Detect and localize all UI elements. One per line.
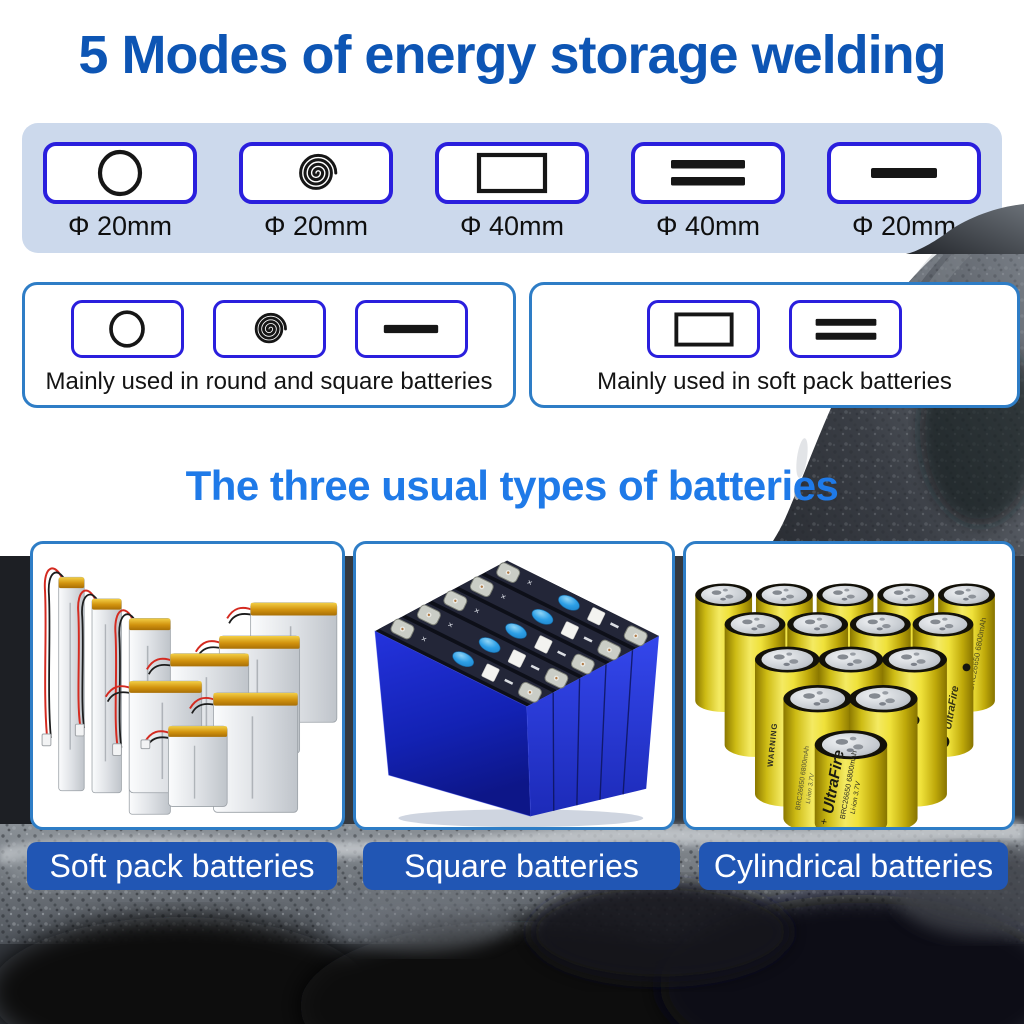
mode-circle: Φ 20mm — [22, 123, 218, 253]
welding-modes-band: Φ 20mm Φ 20mm Φ 40mm — [22, 123, 1002, 253]
pouch-cell — [189, 692, 299, 813]
circle-weld-icon — [97, 149, 143, 197]
usage-symbols-row — [70, 300, 468, 358]
pouch-cell — [140, 725, 228, 807]
cylindrical-batteries-photo: BRC26650 6800mAh UltraFire — [683, 541, 1015, 830]
mode-diameter: Φ 20mm — [851, 211, 957, 241]
double-line-weld-icon — [815, 318, 876, 340]
usage-symbol-double-line — [789, 300, 902, 358]
cell-spec-text: Li-ion 3.7V — [805, 772, 816, 804]
single-line-weld-icon — [871, 168, 937, 178]
usage-caption: Mainly used in soft pack batteries — [597, 368, 952, 395]
usage-symbol-circle — [70, 300, 184, 358]
cell-polarity-text: + — [818, 818, 831, 826]
spiral-weld-icon — [254, 312, 287, 344]
square-battery-illustration: × — [374, 560, 659, 827]
mode-double-line: Φ 40mm — [610, 123, 806, 253]
mode-diameter: Φ 20mm — [263, 211, 369, 241]
mode-box-circle — [43, 142, 197, 204]
double-line-weld-icon — [671, 160, 745, 186]
mode-diameter: Φ 40mm — [459, 211, 565, 241]
flame-logo — [962, 663, 971, 672]
type-label-square: Square batteries — [363, 842, 680, 890]
mode-box-rectangle — [435, 142, 589, 204]
usage-panel-soft-pack: Mainly used in soft pack batteries — [529, 282, 1020, 408]
mode-diameter: Φ 40mm — [655, 211, 761, 241]
cylindrical-battery-illustration: BRC26650 6800mAh UltraFire — [695, 583, 995, 827]
section-title: The three usual types of batteries — [185, 462, 839, 509]
soft-pack-batteries-photo — [30, 541, 345, 830]
single-line-weld-icon — [383, 324, 439, 334]
rectangle-weld-icon — [476, 152, 548, 194]
usage-symbol-spiral — [212, 300, 326, 358]
mode-box-double-line — [631, 142, 785, 204]
soft-pack-illustration — [41, 567, 338, 815]
type-label-soft-pack: Soft pack batteries — [27, 842, 337, 890]
mode-single-line: Φ 20mm — [806, 123, 1002, 253]
mode-diameter: Φ 20mm — [67, 211, 173, 241]
mode-spiral: Φ 20mm — [218, 123, 414, 253]
type-label-cylindrical: Cylindrical batteries — [699, 842, 1008, 890]
cylindrical-cell-front: + UltraFire BRC26650 6800mAh Li-ion 3.7V — [814, 730, 888, 827]
circle-weld-icon — [109, 310, 145, 348]
usage-panel-round-square: Mainly used in round and square batterie… — [22, 282, 516, 408]
square-batteries-photo: × — [353, 541, 675, 830]
mode-rectangle: Φ 40mm — [414, 123, 610, 253]
spiral-weld-icon — [299, 153, 338, 190]
usage-symbol-rectangle — [647, 300, 760, 358]
mode-box-single-line — [827, 142, 981, 204]
mode-box-spiral — [239, 142, 393, 204]
usage-symbols-row — [647, 300, 902, 358]
rock-tip-overlay — [906, 204, 1024, 254]
rectangle-weld-icon — [673, 311, 734, 347]
usage-caption: Mainly used in round and square batterie… — [45, 368, 493, 395]
page-title: 5 Modes of energy storage welding — [78, 25, 946, 85]
usage-symbol-single-line — [354, 300, 468, 358]
